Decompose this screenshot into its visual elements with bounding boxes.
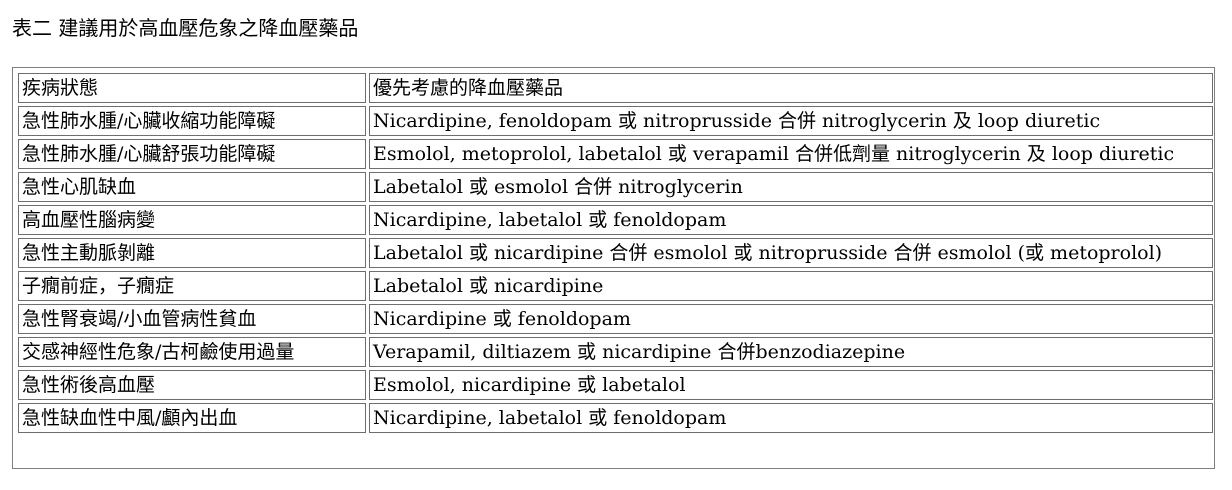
condition-cell: 交感神經性危象/古柯鹼使用過量	[18, 337, 366, 367]
header-cell-drugs: 優先考慮的降血壓藥品	[369, 73, 1213, 103]
condition-cell: 急性心肌缺血	[18, 172, 366, 202]
condition-cell: 子癇前症，子癇症	[18, 271, 366, 301]
drug-cell: Verapamil, diltiazem 或 nicardipine 合併ben…	[369, 337, 1213, 367]
condition-cell: 高血壓性腦病變	[18, 205, 366, 235]
condition-cell: 急性肺水腫/心臟收縮功能障礙	[18, 106, 366, 136]
table-row: 高血壓性腦病變 Nicardipine, labetalol 或 fenoldo…	[18, 205, 1213, 235]
drug-cell: Labetalol 或 esmolol 合併 nitroglycerin	[369, 172, 1213, 202]
table-row: 急性肺水腫/心臟舒張功能障礙 Esmolol, metoprolol, labe…	[18, 139, 1213, 169]
table-row: 急性術後高血壓 Esmolol, nicardipine 或 labetalol	[18, 370, 1213, 400]
drug-cell: Nicardipine, labetalol 或 fenoldopam	[369, 403, 1213, 433]
table-header-row: 疾病狀態 優先考慮的降血壓藥品	[18, 73, 1213, 103]
table-caption: 表二 建議用於高血壓危象之降血壓藥品	[12, 16, 359, 40]
condition-cell: 急性腎衰竭/小血管病性貧血	[18, 304, 366, 334]
condition-cell: 急性肺水腫/心臟舒張功能障礙	[18, 139, 366, 169]
table-row: 急性缺血性中風/顱內出血 Nicardipine, labetalol 或 fe…	[18, 403, 1213, 433]
condition-cell: 急性主動脈剝離	[18, 238, 366, 268]
drug-cell: Nicardipine, labetalol 或 fenoldopam	[369, 205, 1213, 235]
drug-cell: Esmolol, metoprolol, labetalol 或 verapam…	[369, 139, 1213, 169]
drug-cell: Labetalol 或 nicardipine	[369, 271, 1213, 301]
drug-cell: Labetalol 或 nicardipine 合併 esmolol 或 nit…	[369, 238, 1213, 268]
table-row: 急性肺水腫/心臟收縮功能障礙 Nicardipine, fenoldopam 或…	[18, 106, 1213, 136]
drug-cell: Esmolol, nicardipine 或 labetalol	[369, 370, 1213, 400]
table-frame: 疾病狀態 優先考慮的降血壓藥品 急性肺水腫/心臟收縮功能障礙 Nicardipi…	[12, 67, 1215, 469]
drug-cell: Nicardipine 或 fenoldopam	[369, 304, 1213, 334]
table-row: 急性主動脈剝離 Labetalol 或 nicardipine 合併 esmol…	[18, 238, 1213, 268]
header-cell-condition: 疾病狀態	[18, 73, 366, 103]
table-row: 交感神經性危象/古柯鹼使用過量 Verapamil, diltiazem 或 n…	[18, 337, 1213, 367]
table-row: 子癇前症，子癇症 Labetalol 或 nicardipine	[18, 271, 1213, 301]
antihypertensive-drug-table: 疾病狀態 優先考慮的降血壓藥品 急性肺水腫/心臟收縮功能障礙 Nicardipi…	[15, 70, 1216, 436]
drug-cell: Nicardipine, fenoldopam 或 nitroprusside …	[369, 106, 1213, 136]
condition-cell: 急性缺血性中風/顱內出血	[18, 403, 366, 433]
table-row: 急性腎衰竭/小血管病性貧血 Nicardipine 或 fenoldopam	[18, 304, 1213, 334]
condition-cell: 急性術後高血壓	[18, 370, 366, 400]
table-row: 急性心肌缺血 Labetalol 或 esmolol 合併 nitroglyce…	[18, 172, 1213, 202]
